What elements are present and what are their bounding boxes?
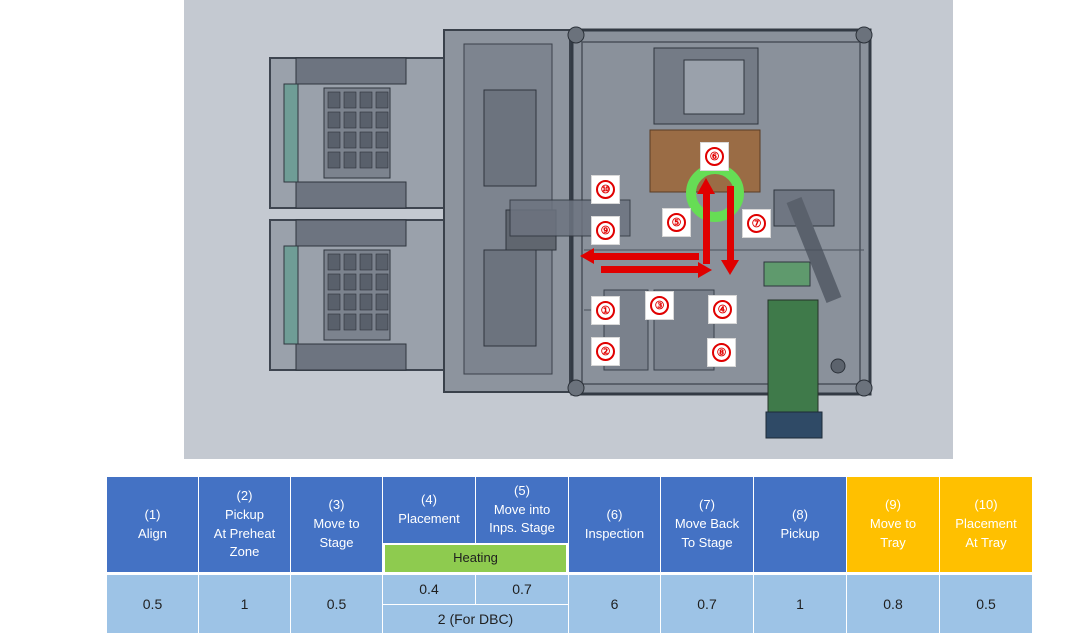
- value-move-into-inspection: 0.7: [476, 575, 568, 604]
- step-label-9: ⑨: [591, 216, 620, 245]
- step-label-4: ④: [708, 295, 737, 324]
- header-inspection: (6) Inspection: [569, 477, 660, 572]
- value-align: 0.5: [107, 575, 198, 633]
- header-placement: (4) Placement: [383, 477, 475, 543]
- value-move-to-stage: 0.5: [291, 575, 382, 633]
- step-label-6: ⑥: [700, 142, 729, 171]
- step-label-2: ②: [591, 337, 620, 366]
- header-align: (1) Align: [107, 477, 198, 572]
- step-label-3: ③: [645, 291, 674, 320]
- header-move-to-stage: (3) Move to Stage: [291, 477, 382, 572]
- step-label-8: ⑧: [707, 338, 736, 367]
- value-placement-tray: 0.5: [940, 575, 1032, 633]
- step-label-7: ⑦: [742, 209, 771, 238]
- header-move-into-inspection: (5) Move into Inps. Stage: [476, 477, 568, 543]
- header-placement-tray: (10) Placement At Tray: [940, 477, 1032, 572]
- value-placement: 0.4: [383, 575, 475, 604]
- step-label-1: ①: [591, 296, 620, 325]
- value-pickup: 1: [754, 575, 846, 633]
- value-move-to-tray: 0.8: [847, 575, 939, 633]
- motion-arrows: [580, 178, 739, 278]
- value-move-back: 0.7: [661, 575, 753, 633]
- header-pickup-preheat: (2) Pickup At Preheat Zone: [199, 477, 290, 572]
- value-dbc: 2 (For DBC): [383, 605, 568, 633]
- preheat-frame: [443, 29, 571, 393]
- left-tray-unit-bottom: [269, 219, 449, 371]
- machine-layout-drawing: ① ② ③ ④ ⑤ ⑥ ⑦ ⑧ ⑨ ⑩: [184, 0, 953, 459]
- value-inspection: 6: [569, 575, 660, 633]
- main-frame: [509, 26, 873, 439]
- header-move-back: (7) Move Back To Stage: [661, 477, 753, 572]
- header-move-to-tray: (9) Move to Tray: [847, 477, 939, 572]
- heating-bar: Heating: [385, 545, 566, 572]
- header-pickup: (8) Pickup: [754, 477, 846, 572]
- machine-layout-svg: [269, 26, 873, 439]
- step-label-10: ⑩: [591, 175, 620, 204]
- step-label-5: ⑤: [662, 208, 691, 237]
- left-tray-unit-top: [269, 57, 449, 209]
- value-pickup-preheat: 1: [199, 575, 290, 633]
